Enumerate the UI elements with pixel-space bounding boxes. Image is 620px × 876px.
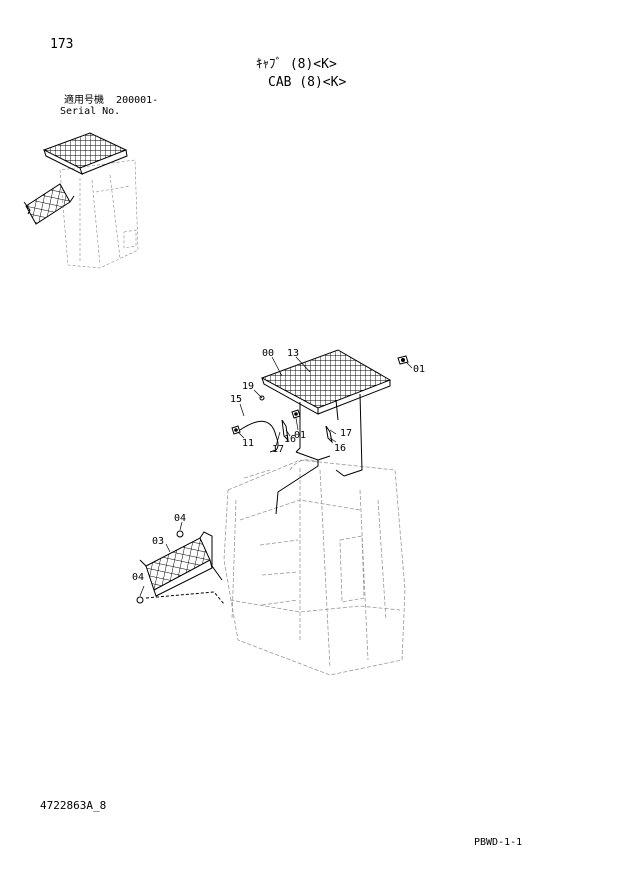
page-number: 173 <box>50 37 74 52</box>
roof-filter-assembly <box>260 349 392 515</box>
bolt-04-top-icon <box>176 530 184 538</box>
callout-03: 03 <box>152 536 164 547</box>
page-code: PBWD-1-1 <box>474 837 523 848</box>
drawing-number: 4722863A_8 <box>40 799 107 812</box>
serial-label-en: Serial No. <box>60 106 121 117</box>
clip-16b-icon <box>325 425 333 444</box>
bolt-01-left-icon <box>291 409 301 419</box>
callout-01-right: 01 <box>413 364 425 375</box>
callout-01-left: 01 <box>294 430 306 441</box>
roof-filter <box>260 349 392 409</box>
callout-19: 19 <box>242 381 254 392</box>
serial-label-jp-text: 適用号機 <box>64 95 104 106</box>
callout-11: 11 <box>242 438 254 449</box>
hose-15 <box>239 420 279 453</box>
callout-04-bottom: 04 <box>132 572 144 583</box>
side-filter-assembly <box>136 530 225 605</box>
bolt-01-right-icon <box>397 355 409 365</box>
page-title-jp: ｷｬﾌﾞ (8)<K> <box>256 57 337 72</box>
hardware <box>231 355 409 453</box>
callout-00: 00 <box>262 348 274 359</box>
overview-inset <box>23 132 139 269</box>
clip-16-icon <box>281 419 289 442</box>
callout-16-left: 16 <box>284 434 296 445</box>
callout-13: 13 <box>287 348 299 359</box>
bolt-04-bottom-icon <box>136 596 144 604</box>
callout-15: 15 <box>230 394 242 405</box>
callout-16-right: 16 <box>334 443 346 454</box>
callout-04-top: 04 <box>174 513 186 524</box>
inset-side-filter <box>25 183 71 225</box>
serial-label-jp: 適用号機 200001- <box>64 96 158 106</box>
washer-19-icon <box>259 395 265 401</box>
serial-range: 200001- <box>116 95 159 106</box>
callout-17-left: 17 <box>272 444 284 455</box>
callout-17-right: 17 <box>340 428 352 439</box>
leader-lines <box>139 356 413 597</box>
bolt-11-icon <box>231 425 241 435</box>
page-title-en: CAB (8)<K> <box>268 75 347 90</box>
cab-outline <box>223 459 406 676</box>
